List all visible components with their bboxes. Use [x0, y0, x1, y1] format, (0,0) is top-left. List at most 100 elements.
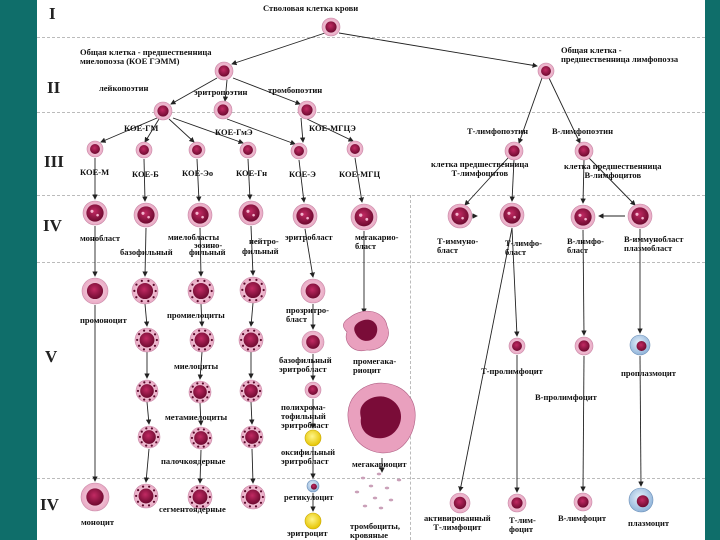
stage-numeral-5: V [45, 347, 58, 366]
label-t-lymphoblast: Т-лимфо- бласт [505, 238, 542, 257]
arrow [144, 118, 160, 143]
label-b-progenitor: клетка предшественница В-лимфоцитов [564, 161, 662, 180]
arrow [354, 157, 364, 203]
t-prolymphocyte-cell [508, 337, 526, 355]
row-divider [37, 37, 705, 38]
stem-cell [321, 17, 341, 37]
label-reticulocyte: ретикулоцит [284, 492, 334, 502]
promonocyte-cell [81, 277, 109, 305]
label-band-cells: палочкоядерные [161, 456, 226, 466]
arrow [250, 448, 256, 484]
arrow [100, 117, 158, 143]
arrow [580, 159, 586, 204]
label-proplasmocyte: проплазмоцит [621, 368, 676, 378]
arrow [581, 229, 587, 336]
arrow [250, 225, 256, 276]
neutrophilic-band-cell [240, 425, 264, 449]
label-b-lymphoblast: В-лимфо- бласт [567, 236, 604, 255]
label-t-prolymphocyte: Т-пролимфоцит [481, 366, 543, 376]
row-divider [37, 478, 705, 479]
label-myelocytes: миелоциты [174, 361, 219, 371]
arrow [199, 303, 205, 327]
label-basophilic-erythroblast: базофильный эритробласт [279, 355, 332, 374]
arrow [143, 448, 150, 483]
label-segmented: сегментоядерные [159, 504, 226, 514]
arrow [197, 449, 203, 484]
basophilic-band-cell [137, 425, 161, 449]
promegakaryocyte-blob [343, 310, 389, 352]
proplasmocyte-cell [629, 334, 651, 356]
erythroblast-cell [292, 203, 318, 229]
plasmocyte-cell [628, 487, 654, 513]
column-divider [410, 195, 411, 540]
arrow [580, 355, 586, 492]
diagram-graphics [80, 17, 654, 530]
label-b-immunoblast: В-иммунобласт плазмобласт [624, 234, 684, 253]
label-cfu-gn: КОЕ-Гн [236, 168, 268, 178]
label-t-lymphocyte: Т-лим- фоцит [509, 515, 536, 534]
erythrocyte-cell [304, 512, 322, 530]
b-progenitor-cell [574, 141, 594, 161]
arrow [172, 117, 244, 145]
label-philic-2: фильный [242, 246, 279, 256]
label-monocyte: моноцит [81, 517, 115, 527]
label-t-progenitor: клетка предшественница Т-лимфоцитов [431, 159, 529, 178]
t-lymphocyte-cell [507, 493, 527, 513]
monoblast-cell [82, 200, 108, 226]
arrow [198, 402, 204, 426]
cfu-gn-cell [239, 141, 257, 159]
eosinophilic-band-cell [189, 426, 213, 450]
label-myelopoiesis-progenitor: Общая клетка - предшественница миелопоэз… [80, 47, 212, 66]
cfu-eo-cell [188, 141, 206, 159]
t-progenitor-cell [504, 141, 524, 161]
label-b-lymphocyte: В-лимфоцит [558, 513, 607, 523]
reticulocyte-cell [306, 479, 320, 493]
label-thrombopoietin: тромбопоэтин [268, 85, 323, 95]
neutrophilic-promyelocyte-cell [239, 276, 267, 304]
arrow [168, 118, 195, 143]
platelets [354, 472, 402, 510]
eosinophilic-metamyelocyte-cell [188, 380, 212, 404]
arrow [588, 157, 636, 206]
b-lymphocyte-cell [573, 492, 593, 512]
arrow [145, 401, 152, 425]
arrow [196, 158, 202, 202]
label-cfu-mgce: КОЕ-МГЦЭ [309, 123, 356, 133]
megakaryocyte-blob [347, 382, 416, 454]
t-immunoblast-cell [447, 203, 473, 229]
arrow [222, 79, 229, 102]
arrow [509, 159, 515, 202]
arrow [198, 227, 204, 277]
label-b-lymphopoietin: В-лимфопоэтин [552, 126, 613, 136]
t-lymphoblast-cell [499, 202, 525, 228]
stage-numeral-4: IV [43, 216, 62, 235]
label-cfu-gme: КОЕ-ГмЭ [215, 127, 253, 137]
label-polychromatophilic: полихрома- тофильный эритробласт [281, 402, 329, 430]
eosinophilic-segmented-cell [187, 484, 213, 510]
eosinophilic-promyelocyte-cell [187, 277, 215, 305]
b-prolymphocyte-cell [574, 336, 594, 356]
myelo-progenitor-cell [214, 61, 234, 81]
label-megakaryoblast: мегакарио- бласт [355, 232, 399, 251]
lympho-progenitor-cell [537, 62, 555, 80]
cfu-e-cell [290, 142, 308, 160]
cfu-gm-cell [153, 101, 173, 121]
label-eosino: эозино- [194, 240, 223, 250]
basophilic-myeloblast-cell [133, 202, 159, 228]
stage-numeral-6: IV [40, 495, 59, 514]
arrow [142, 158, 148, 202]
label-megakaryocyte: мегакариоцит [352, 459, 407, 469]
cfu-gme-cell [213, 100, 233, 120]
label-cfu-b: КОЕ-Б [132, 169, 159, 179]
label-metamyelocytes: метамиелоциты [165, 412, 228, 422]
cfu-m-cell [86, 140, 104, 158]
row-divider [37, 195, 705, 196]
label-stem-cell: Стволовая клетка крови [263, 3, 359, 13]
label-thrombocytes: тромбоциты, кровяные [350, 521, 401, 540]
label-pronormoblast: прозритро- бласт [286, 305, 330, 324]
label-t-immunoblast: Т-иммуно- бласт [437, 236, 479, 255]
label-cfu-mgc: КОЕ-МГЦ [339, 169, 381, 179]
arrow [232, 77, 301, 105]
arrow [226, 118, 296, 145]
eosinophilic-myeloblast-cell [187, 202, 213, 228]
